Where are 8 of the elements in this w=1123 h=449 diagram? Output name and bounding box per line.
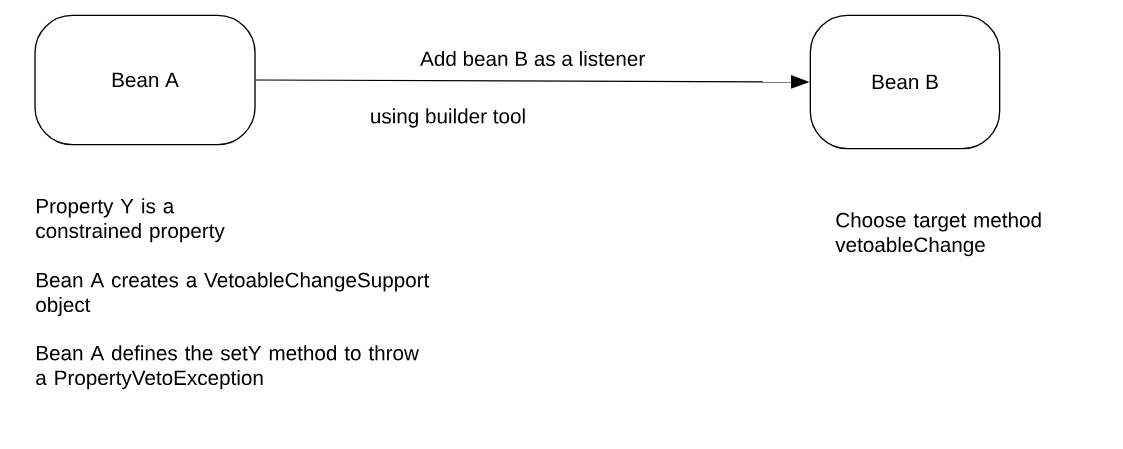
note-text: Property Y is a constrained property	[36, 198, 225, 243]
note-text: Choose target method vetoableChange	[835, 212, 1041, 257]
note-text: Bean A creates a VetoableChangeSupport object	[36, 272, 430, 317]
note-text: using builder tool	[371, 108, 525, 128]
note-text: Bean A defines the setY method to throw a PropertyVetoException	[36, 345, 419, 390]
rounded-box: Bean A	[34, 14, 256, 146]
edge-label: Add bean B as a listener	[420, 50, 645, 67]
rounded-box: Bean B	[809, 14, 1001, 150]
